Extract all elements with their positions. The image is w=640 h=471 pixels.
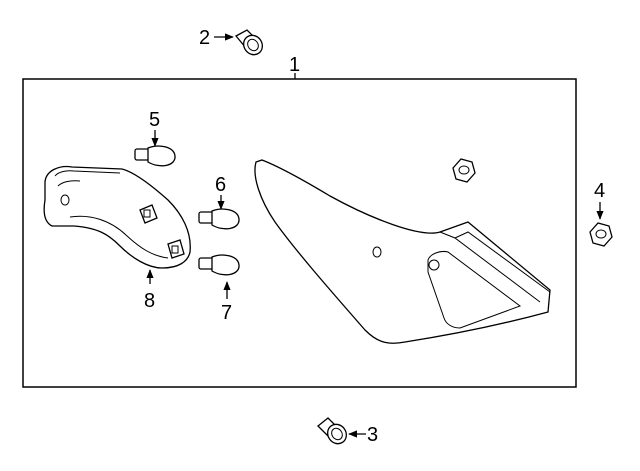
callout-8-label: 8 — [144, 290, 155, 312]
callout-8: 8 — [144, 269, 155, 312]
bulb-6 — [198, 208, 240, 230]
callout-1-label: 1 — [289, 54, 300, 76]
callout-6: 6 — [215, 174, 226, 210]
callout-4-label: 4 — [594, 180, 605, 202]
callout-2-label: 2 — [199, 27, 210, 49]
assembly-box — [22, 78, 577, 388]
hex-nut-inside — [452, 158, 476, 183]
tail-lamp-lens — [254, 159, 551, 344]
callout-3: 3 — [348, 424, 378, 446]
hex-nut-outside — [589, 222, 613, 247]
bulb-5 — [134, 145, 176, 167]
callout-1: 1 — [289, 54, 300, 79]
callout-3-label: 3 — [367, 424, 378, 446]
callout-7: 7 — [221, 281, 232, 324]
callout-6-label: 6 — [215, 174, 226, 196]
bulb-7 — [198, 254, 240, 276]
push-pin-fastener-bottom — [317, 417, 347, 445]
callout-5-label: 5 — [149, 109, 160, 131]
callout-7-label: 7 — [221, 302, 232, 324]
callout-4: 4 — [594, 180, 605, 220]
bulb-socket-housing — [43, 165, 191, 269]
callout-5: 5 — [149, 109, 160, 147]
callout-2: 2 — [199, 27, 234, 49]
push-pin-fastener-top — [234, 29, 263, 56]
